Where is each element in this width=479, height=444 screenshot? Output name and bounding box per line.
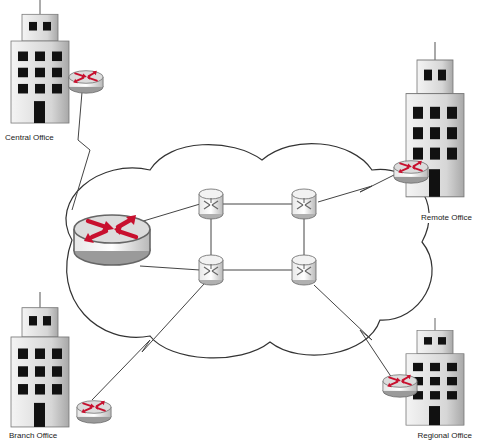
wan-switch — [199, 189, 223, 219]
wan-cloud — [66, 144, 432, 358]
regional-building — [406, 318, 464, 425]
branch-building — [11, 292, 69, 427]
office-label-box: Central Office — [4, 126, 55, 144]
remote-router — [394, 161, 428, 184]
wan-switch — [292, 189, 316, 219]
office-label: Regional Office — [416, 431, 473, 441]
office-label: Central Office — [4, 133, 55, 143]
regional-router — [383, 375, 417, 398]
serial-links — [72, 92, 404, 400]
office-label-box: Remote Office — [420, 206, 473, 224]
branch-router — [77, 401, 111, 424]
wan-switch — [292, 255, 316, 285]
office-label: Branch Office — [8, 431, 58, 441]
office-label: Remote Office — [420, 213, 473, 223]
core-router — [74, 215, 150, 265]
office-label-box: Branch Office — [8, 424, 58, 442]
central-building — [11, 0, 69, 123]
central-router — [69, 71, 103, 94]
office-label-box: Regional Office — [416, 424, 473, 442]
wan-switch — [199, 255, 223, 285]
